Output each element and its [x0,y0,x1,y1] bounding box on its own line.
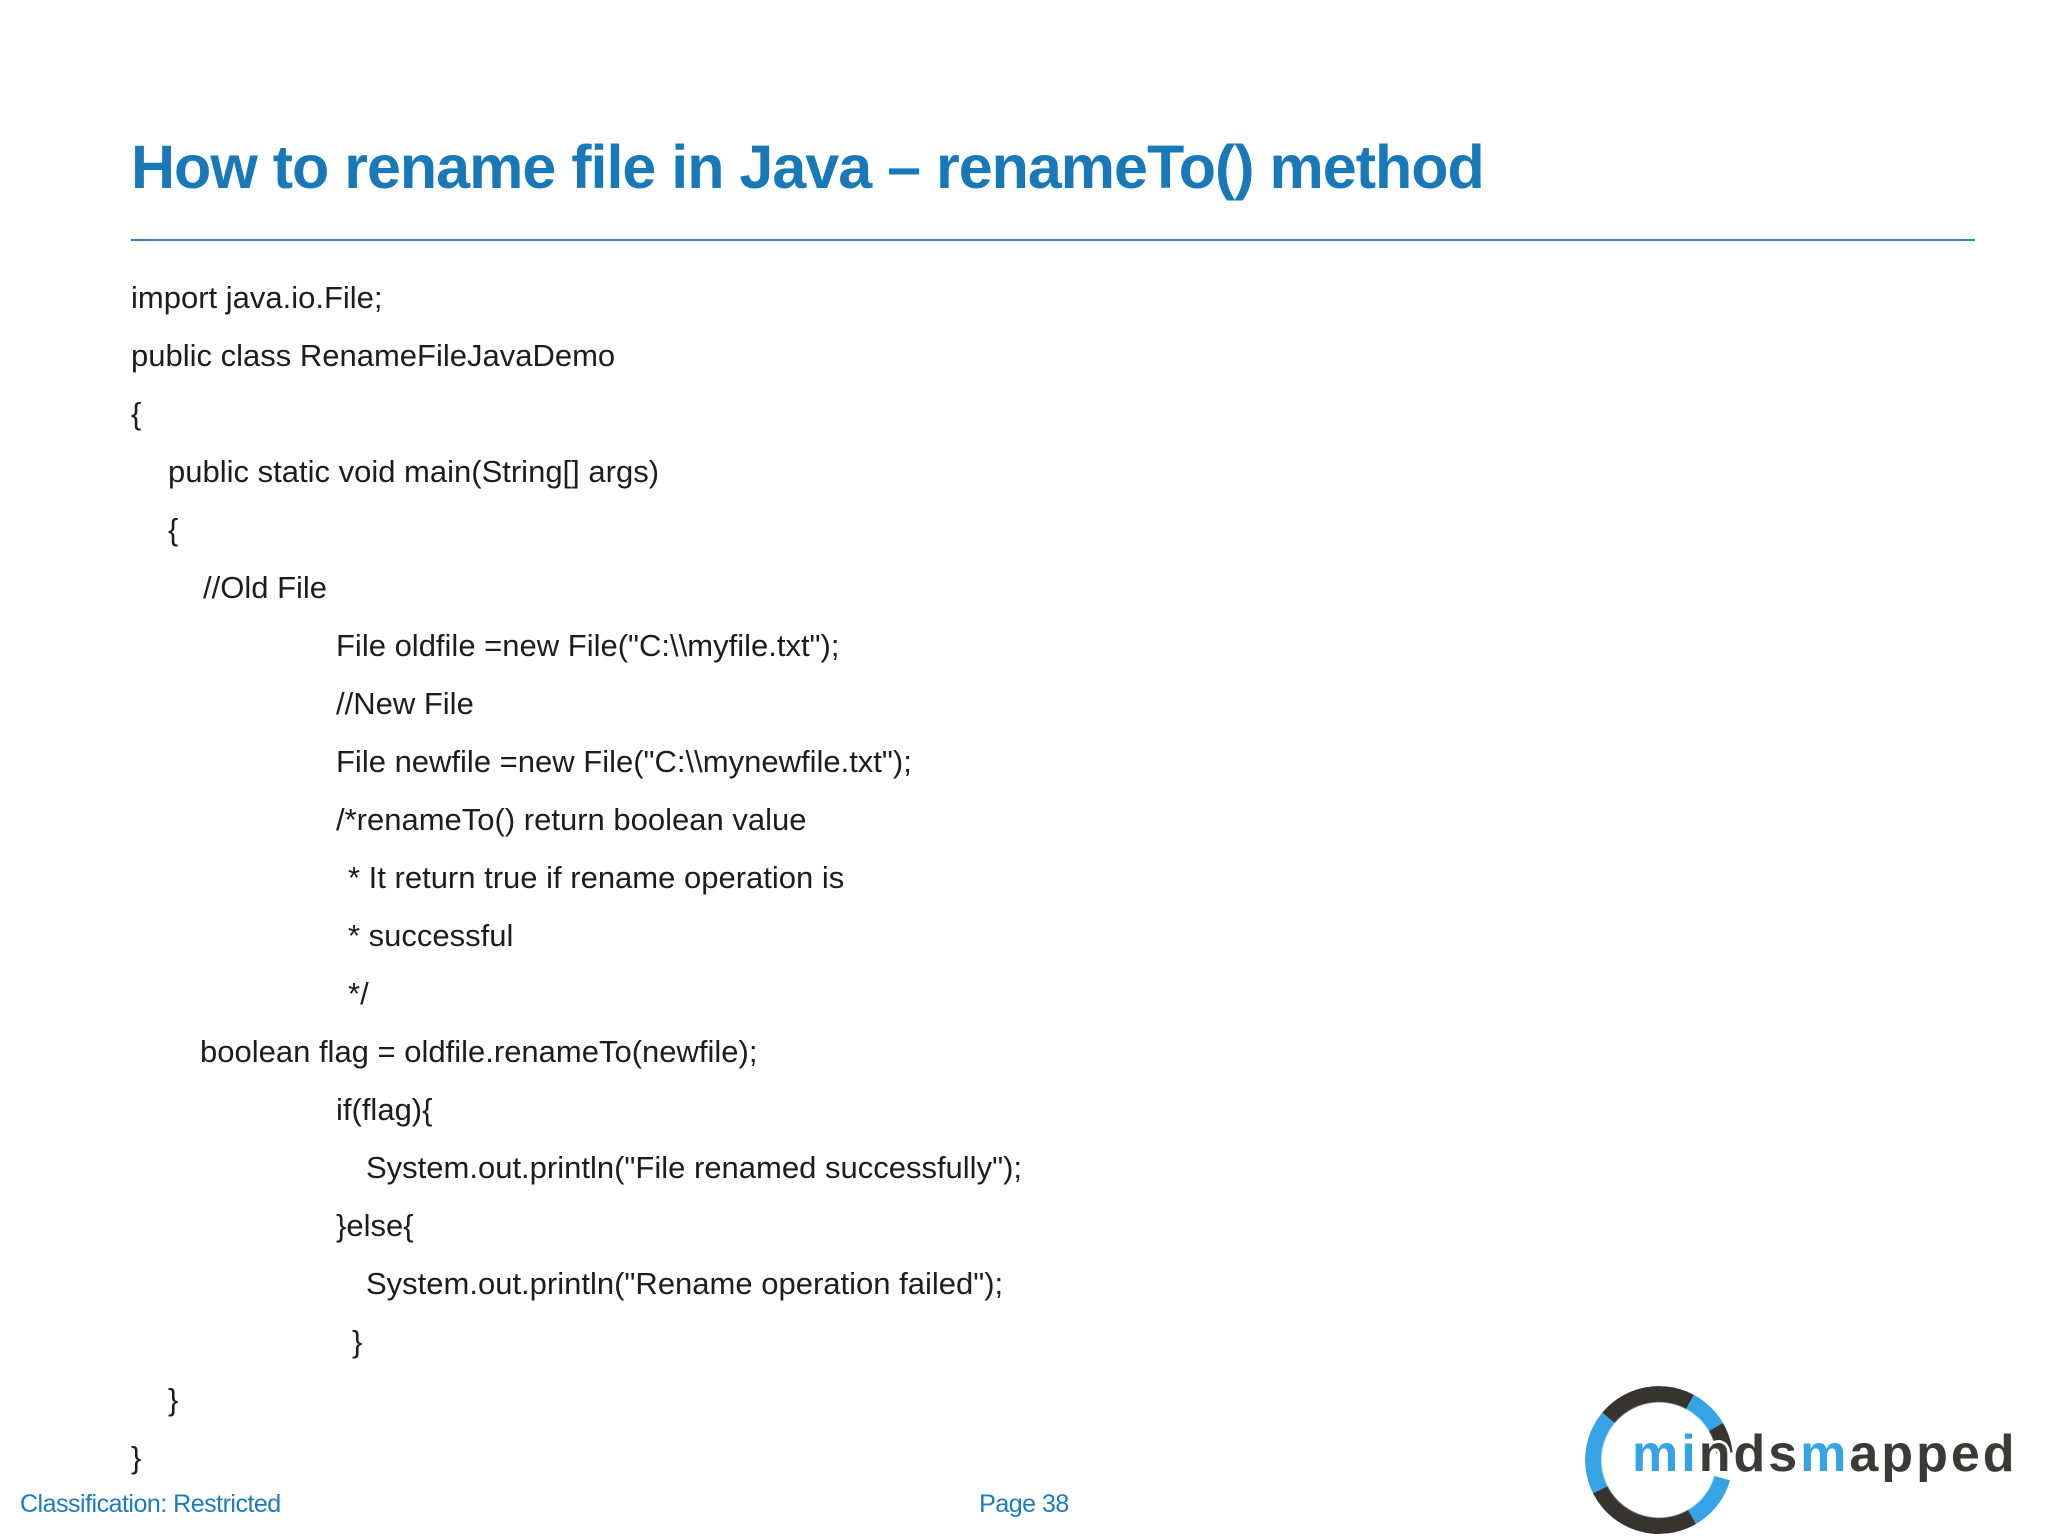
code-line: //Old File [203,570,328,605]
mindsmapped-logo: mindsmapped [1585,1386,2045,1536]
code-line: /*renameTo() return boolean value [336,802,807,837]
code-line: } [352,1324,363,1359]
logo-text-segment: nds [1698,1425,1801,1483]
page-title: How to rename file in Java – renameTo() … [131,133,1485,201]
footer-page-number: Page 38 [979,1490,1069,1518]
footer-classification-label: Classification: Restricted [20,1490,281,1518]
logo-text: mindsmapped [1632,1428,2018,1480]
code-line: { [131,396,142,431]
logo-text-segment: mi [1632,1425,1699,1483]
code-line: boolean flag = oldfile.renameTo(newfile)… [200,1034,758,1069]
logo-text-segment: m [1800,1425,1850,1483]
code-line: System.out.println("Rename operation fai… [366,1266,1004,1301]
title-underline [131,239,1975,241]
code-line: import java.io.File; [131,280,383,315]
code-line: //New File [336,686,474,721]
code-line: if(flag){ [336,1092,433,1127]
logo-text-segment: apped [1849,1425,2018,1483]
code-line: File newfile =new File("C:\\mynewfile.tx… [336,744,912,779]
code-line: System.out.println("File renamed success… [366,1150,1023,1185]
code-line: { [168,512,179,547]
code-line: */ [348,976,369,1011]
code-line: } [131,1440,142,1475]
logo-ring-icon [1585,1386,1733,1534]
code-line: File oldfile =new File("C:\\myfile.txt")… [336,628,840,663]
code-line: }else{ [336,1208,414,1243]
code-line: * It return true if rename operation is [348,860,845,895]
code-line: public static void main(String[] args) [168,454,660,489]
code-line: public class RenameFileJavaDemo [131,338,616,373]
code-line: } [168,1382,179,1417]
code-line: * successful [348,918,514,953]
